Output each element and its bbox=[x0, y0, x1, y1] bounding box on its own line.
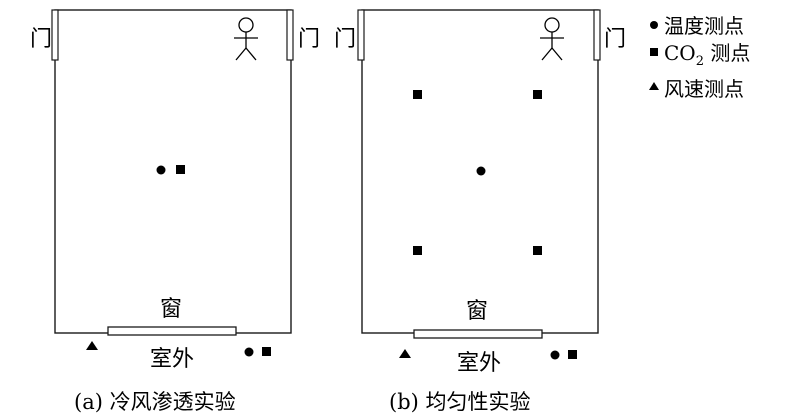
door-right bbox=[286, 9, 294, 61]
door-left bbox=[51, 9, 59, 61]
outside-label: 室外 bbox=[150, 347, 194, 372]
temperature-point-outside bbox=[244, 347, 254, 357]
co2-point bbox=[413, 246, 422, 255]
legend-co2-label: CO2 测点 bbox=[664, 41, 750, 69]
legend-co2-main: CO bbox=[664, 41, 696, 65]
panel-b: 门 门 窗 室外 (b) 均匀性实验 bbox=[334, 9, 626, 414]
door-right-label: 门 bbox=[298, 27, 320, 52]
triangle-icon bbox=[649, 82, 659, 90]
temperature-point bbox=[156, 165, 166, 175]
circle-icon bbox=[650, 21, 658, 29]
outside-label: 室外 bbox=[457, 351, 501, 376]
panel-caption: (b) 均匀性实验 bbox=[389, 390, 531, 414]
person-icon bbox=[540, 17, 564, 61]
panel-a: 门 门 窗 室外 (a) 冷风渗透实验 bbox=[30, 9, 320, 414]
square-icon bbox=[650, 48, 658, 56]
window-label: 窗 bbox=[466, 299, 488, 324]
wind-speed-point bbox=[86, 341, 98, 350]
window bbox=[413, 329, 543, 339]
co2-point-outside bbox=[262, 347, 271, 356]
panel-caption: (a) 冷风渗透实验 bbox=[74, 390, 236, 414]
door-left-label: 门 bbox=[30, 27, 52, 52]
legend-temperature-label: 温度测点 bbox=[664, 14, 744, 38]
co2-point bbox=[176, 165, 185, 174]
temperature-point-outside bbox=[550, 350, 560, 360]
co2-point bbox=[533, 246, 542, 255]
co2-point bbox=[413, 90, 422, 99]
person-icon bbox=[234, 17, 258, 61]
legend-co2-tail: 测点 bbox=[704, 41, 750, 65]
legend: 温度测点 CO2 测点 风速测点 bbox=[649, 14, 750, 101]
room-outline bbox=[54, 9, 292, 334]
door-left bbox=[357, 9, 365, 61]
door-right bbox=[593, 9, 601, 61]
door-right-label: 门 bbox=[604, 27, 626, 52]
legend-co2-subscript: 2 bbox=[696, 54, 704, 69]
door-left-label: 门 bbox=[334, 27, 356, 52]
wind-speed-point bbox=[399, 349, 411, 358]
window-label: 窗 bbox=[160, 297, 182, 322]
co2-point-outside bbox=[568, 350, 577, 359]
temperature-point bbox=[476, 166, 486, 176]
legend-wind-label: 风速测点 bbox=[664, 77, 744, 101]
co2-point bbox=[533, 90, 542, 99]
window bbox=[107, 326, 237, 336]
